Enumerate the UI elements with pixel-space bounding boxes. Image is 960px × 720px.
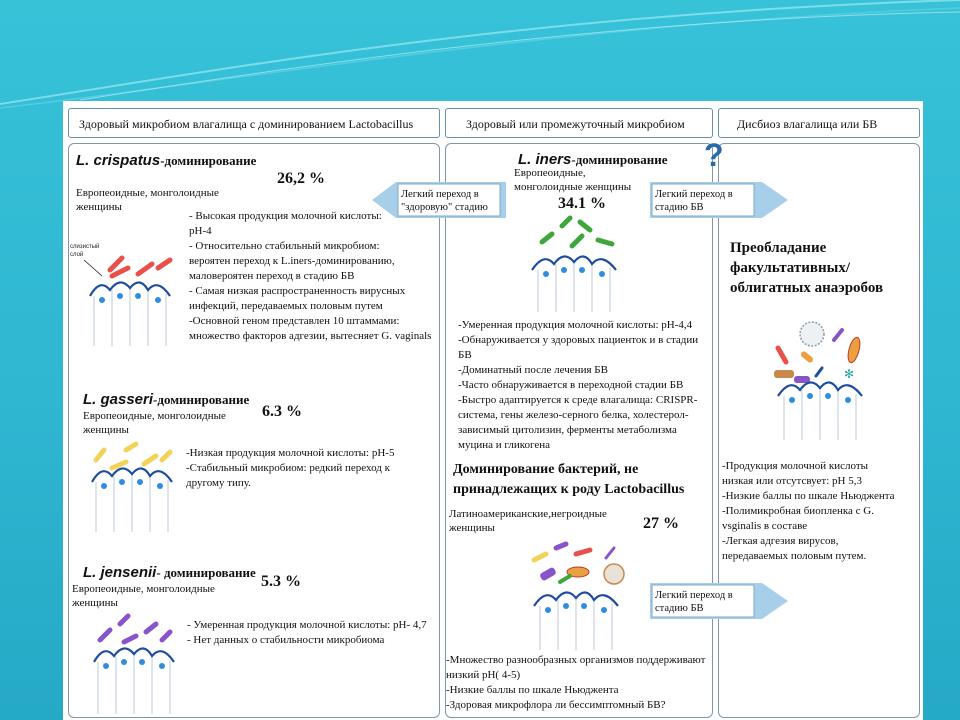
iners-facts: -Умеренная продукция молочной кислоты: р…: [458, 318, 698, 453]
non-lacto-title: Доминирование бактерий, не принадлежащих…: [453, 460, 684, 500]
crispatus-title: L. crispatus-доминирование: [76, 153, 256, 169]
gasseri-population: Европеоидные, монголоидные женщины: [83, 409, 226, 437]
gasseri-title: L. gasseri-доминирование: [83, 392, 249, 408]
gasseri-percent: 6.3 %: [262, 403, 302, 421]
gasseri-facts: -Низкая продукция молочной кислоты: рН-5…: [186, 446, 394, 491]
jensenii-facts: - Умеренная продукция молочной кислоты: …: [187, 618, 427, 648]
iners-population: Европеоидные, монголоидные женщины: [514, 166, 631, 194]
non-lacto-illustration: [520, 540, 640, 652]
crispatus-bacteria: [110, 258, 170, 276]
crispatus-suffix: -доминирование: [160, 153, 256, 168]
header-intermediate: Здоровый или промежуточный микробиом: [445, 108, 713, 138]
jensenii-title: L. jensenii- доминирование: [83, 565, 256, 581]
header-lactobacillus: Здоровый микробиом влагалища с доминиров…: [68, 108, 440, 138]
non-lacto-percent: 27 %: [643, 515, 679, 533]
epithelial-cells: [94, 288, 166, 346]
gasseri-illustration: [82, 438, 182, 534]
jensenii-population: Европеоидные, монголоидные женщины: [72, 582, 215, 610]
mucus-label-line1: слизистый: [70, 243, 99, 250]
jensenii-illustration: [84, 612, 184, 716]
arrow-right-top-label: Легкий переход в стадию БВ: [655, 188, 733, 214]
background-swoosh: [0, 0, 960, 110]
crispatus-illustration: слизистый слой: [70, 238, 185, 350]
header-dysbiosis: Дисбиоз влагалища или БВ: [718, 108, 920, 138]
gasseri-suffix: -доминирование: [153, 392, 249, 407]
mixed-bacteria: [534, 544, 624, 584]
non-lacto-facts: -Множество разнообразных организмов подд…: [446, 653, 705, 713]
jensenii-suffix: - доминирование: [156, 565, 255, 580]
crispatus-facts: - Высокая продукция молочной кислоты: рН…: [189, 209, 431, 344]
jensenii-bacteria: [100, 616, 170, 642]
crispatus-species: L. crispatus: [76, 152, 160, 169]
jensenii-percent: 5.3 %: [261, 573, 301, 591]
dysbiosis-facts: -Продукция молочной кислоты низкая или о…: [722, 459, 895, 564]
gasseri-species: L. gasseri: [83, 391, 153, 408]
iners-suffix: -доминирование: [571, 152, 667, 167]
iners-illustration: [520, 212, 630, 314]
jensenii-species: L. jensenii: [83, 564, 156, 581]
non-lacto-population: Латиноамериканские,негроидные женщины: [449, 507, 607, 535]
mucus-label-line2: слой: [70, 251, 83, 258]
arrow-left-label: Легкий переход в "здоровую" стадию: [401, 188, 488, 214]
iners-bacteria: [542, 218, 612, 246]
crispatus-percent: 26,2 %: [277, 170, 325, 188]
arrow-right-bottom-label: Легкий переход в стадию БВ: [655, 589, 733, 615]
gasseri-bacteria: [96, 444, 170, 468]
dysbiosis-title: Преобладание факультативных/ облигатных …: [730, 238, 883, 298]
question-mark-icon: ?: [704, 138, 724, 172]
svg-text:✻: ✻: [844, 367, 854, 381]
iners-percent: 34.1 %: [558, 195, 606, 213]
anaerobe-bacteria: ✻: [774, 322, 862, 383]
dysbiosis-illustration: ✻: [770, 318, 880, 442]
